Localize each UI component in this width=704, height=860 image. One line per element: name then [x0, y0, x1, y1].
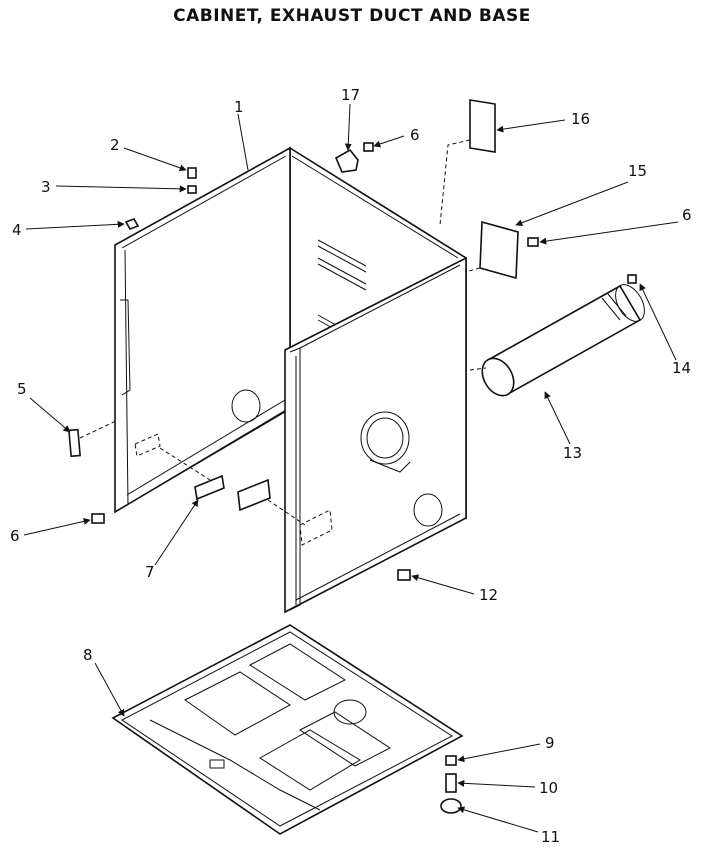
leveling-foot — [440, 755, 462, 814]
screw — [187, 167, 197, 179]
callout-11: 11 — [541, 828, 560, 846]
callout-12: 12 — [479, 586, 498, 604]
callout-4: 4 — [12, 221, 22, 239]
foam-pad — [194, 474, 225, 501]
screw-left — [91, 513, 105, 524]
cabinet — [114, 146, 467, 614]
screw-top — [363, 142, 374, 152]
leader-lines — [23, 103, 679, 833]
exhaust-duct — [469, 284, 645, 397]
callout-13: 13 — [563, 444, 582, 462]
callout-1: 1 — [234, 98, 244, 116]
callout-5: 5 — [17, 380, 27, 398]
base — [111, 624, 464, 835]
screw-bottom — [397, 569, 411, 581]
callout-15: 15 — [628, 162, 647, 180]
callout-14: 14 — [672, 359, 691, 377]
callout-7: 7 — [145, 563, 155, 581]
diagram-title: CABINET, EXHAUST DUCT AND BASE — [173, 6, 531, 26]
callout-16: 16 — [571, 110, 590, 128]
label-plate — [469, 99, 496, 153]
duct-screw — [627, 274, 637, 284]
nut — [187, 185, 197, 194]
callout-2: 2 — [110, 136, 120, 154]
callout-10: 10 — [539, 779, 558, 797]
screw-right — [527, 237, 539, 247]
callout-3: 3 — [41, 178, 51, 196]
callout-8: 8 — [83, 646, 93, 664]
label-strip — [68, 428, 81, 458]
callout-9: 9 — [545, 734, 555, 752]
callout-17: 17 — [341, 86, 360, 104]
cover-plate — [479, 220, 519, 280]
clip — [124, 218, 140, 230]
callout-6-right: 6 — [682, 206, 692, 224]
callout-6-top: 6 — [410, 126, 420, 144]
bracket — [334, 148, 359, 173]
foam-pad — [237, 478, 271, 512]
callout-6-left: 6 — [10, 527, 20, 545]
